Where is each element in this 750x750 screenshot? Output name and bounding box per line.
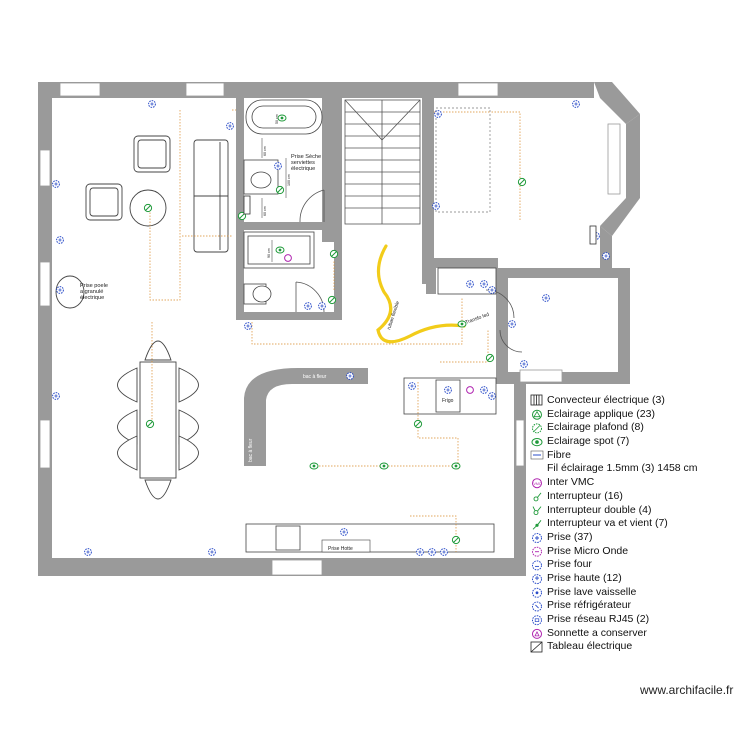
legend-label: Prise réseau RJ45 (2) [547, 613, 650, 625]
rj45-icon [532, 615, 542, 626]
legend-label: Inter VMC [547, 476, 595, 489]
legend-label: Eclairage applique (23) [547, 407, 655, 420]
legend-item: Interrupteur (16) [530, 490, 745, 504]
legend-item: Inter VMC [530, 476, 745, 490]
watermark: www.archifacile.fr [640, 683, 734, 697]
interrupteur-double-icon [532, 506, 542, 516]
four-icon [532, 560, 542, 571]
label-bac-top: bac à fleur [303, 374, 327, 380]
interrupteur-icon [533, 492, 542, 502]
svg-text:VMC: VMC [534, 482, 542, 486]
label-bac-left: bac à fleur [248, 438, 254, 462]
bathroom [243, 99, 323, 305]
legend-label: Interrupteur double (4) [547, 503, 652, 516]
legend-label: Prise (37) [547, 530, 593, 543]
legend-label: Prise four [547, 558, 592, 571]
legend-item: Tableau électrique [530, 640, 745, 654]
legend-item: Prise Micro Onde [530, 545, 745, 559]
label-dim-90: 90 cm [267, 248, 271, 258]
led-ribbon [376, 244, 466, 344]
vmc-icon: VMC [532, 478, 542, 489]
label-dim-50: 50 cm [275, 114, 279, 124]
legend-label: Interrupteur va et vient (7) [547, 517, 668, 530]
kitchen [244, 267, 497, 553]
label-dim-60b: 60 cm [263, 206, 267, 216]
legend-label: Prise lave vaisselle [547, 585, 637, 598]
fibre-icon [530, 450, 544, 460]
legend-item: Prise haute (12) [530, 572, 745, 586]
convecteur-icon [530, 394, 543, 406]
staircase [344, 99, 421, 225]
label-seche-3: électrique [291, 166, 315, 172]
vmc [284, 254, 474, 394]
legend-item: Fil éclairage 1.5mm (3) 1458 cm [530, 462, 745, 476]
legend-item: Prise lave vaisselle [530, 586, 745, 600]
legend-item: Eclairage applique (23) [530, 408, 745, 422]
legend-item: Sonnette a conserver [530, 627, 745, 641]
legend-label: Prise haute (12) [547, 571, 622, 584]
legend-icons: VMC [530, 394, 544, 653]
legend-item: Prise réseau RJ45 (2) [530, 613, 745, 627]
legend-item: Fibre [530, 449, 745, 463]
label-poele-2: a granulé [80, 289, 103, 295]
legend-item: Interrupteur double (4) [530, 504, 745, 518]
label-dim-100: 100 cm [287, 174, 291, 186]
furniture [55, 107, 491, 500]
legend-item: Eclairage spot (7) [530, 435, 745, 449]
legend-label: Eclairage spot (7) [547, 435, 630, 448]
convecteurs [243, 195, 597, 245]
windows [39, 82, 621, 576]
legend-item: Prise réfrigérateur [530, 599, 745, 613]
label-seche-2: serviettes [291, 160, 315, 166]
micro-onde-icon [532, 546, 542, 557]
legend-label: Convecteur électrique (3) [547, 394, 665, 406]
label-frigo: Frigo [442, 398, 454, 404]
legend-item: Prise four [530, 558, 745, 572]
label-poele-3: électrique [80, 295, 104, 301]
refrigerateur-icon [532, 601, 542, 612]
label-prise-hotte: Prise Hotte [328, 546, 353, 552]
label-poele-1: Prise poele [80, 283, 108, 289]
legend-item: Prise (37) [530, 531, 745, 545]
legend-label: Fibre [547, 448, 571, 461]
tableau-icon [530, 641, 543, 653]
plafond-icon [532, 423, 542, 434]
legend-label: Interrupteur (16) [547, 489, 623, 502]
legend-label: Eclairage plafond (8) [547, 421, 644, 434]
legend-label: Prise réfrigérateur [547, 599, 632, 612]
spot-icon [531, 437, 543, 447]
legend-label: Sonnette a conserver [547, 626, 647, 639]
legend-item: Interrupteur va et vient (7) [530, 517, 745, 531]
lave-vaisselle-icon [532, 587, 542, 598]
applique-icon [532, 409, 542, 420]
prise-haute-icon [532, 574, 542, 585]
prise-icon [532, 533, 542, 543]
legend-item: Convecteur électrique (3) [530, 394, 745, 408]
legend-label: Tableau électrique [547, 640, 633, 653]
legend: Convecteur électrique (3)Eclairage appli… [530, 394, 745, 654]
legend-item: Eclairage plafond (8) [530, 421, 745, 435]
legend-label: Fil éclairage 1.5mm (3) 1458 cm [547, 462, 698, 475]
label-dim-60a: 60 cm [263, 146, 267, 156]
label-seche-1: Prise Sèche [291, 154, 321, 160]
dimensions [261, 138, 287, 262]
va-et-vient-icon [532, 520, 542, 530]
sonnette-icon [532, 628, 542, 639]
legend-label: Prise Micro Onde [547, 544, 629, 557]
label-transfo: Transfo led [465, 312, 491, 326]
